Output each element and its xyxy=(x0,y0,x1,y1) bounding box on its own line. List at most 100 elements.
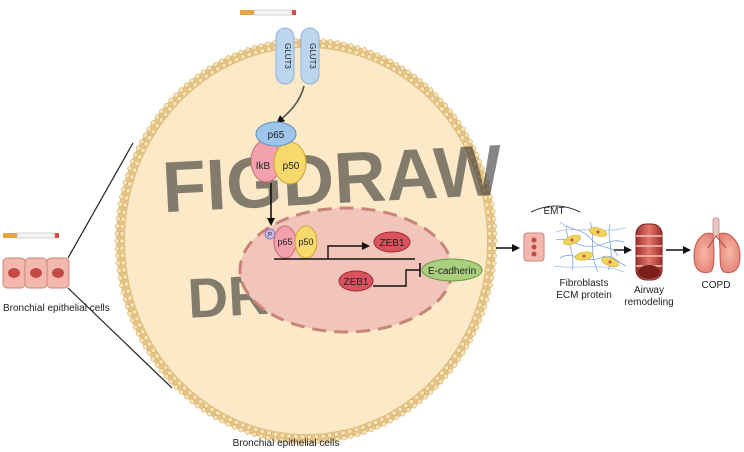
membrane-bead xyxy=(429,96,436,102)
membrane-bead xyxy=(184,394,190,400)
membrane-bead xyxy=(221,63,227,69)
membrane-bead xyxy=(127,165,133,171)
arrow-glut3-to-nfkb xyxy=(276,85,305,124)
membrane-bead xyxy=(117,275,123,281)
membrane-bead xyxy=(119,252,126,259)
membrane-bead xyxy=(443,103,449,109)
membrane-bead xyxy=(286,438,292,444)
membrane-bead xyxy=(492,238,498,244)
membrane-bead xyxy=(306,439,313,445)
membrane-bead xyxy=(198,77,204,83)
membrane-bead xyxy=(403,73,409,79)
membrane-bead xyxy=(286,433,292,439)
airway-label-line2: remodeling xyxy=(624,297,673,308)
ecadherin-label: E-cadherin xyxy=(428,266,476,277)
zeb1-protein-label: ZEB1 xyxy=(343,277,368,288)
membrane-bead xyxy=(258,43,264,49)
zoom-line-bottom xyxy=(67,287,173,389)
membrane-bead xyxy=(360,424,366,430)
membrane-bead xyxy=(225,421,231,427)
membrane-bead xyxy=(299,439,306,445)
membrane-bead xyxy=(119,223,126,230)
membrane-bead xyxy=(379,417,385,423)
airway-icon xyxy=(635,223,663,281)
emt-label: EMT xyxy=(543,206,564,217)
membrane-bead xyxy=(131,309,137,315)
membrane-bead xyxy=(168,97,174,103)
membrane-bead xyxy=(447,368,453,374)
membrane-bead xyxy=(408,399,414,405)
membrane-bead xyxy=(348,433,354,439)
p50-top-label: p50 xyxy=(283,161,300,172)
membrane-bead xyxy=(233,419,239,425)
membrane-bead xyxy=(114,223,121,229)
membrane-bead xyxy=(484,297,490,303)
membrane-bead xyxy=(452,123,458,129)
membrane-bead xyxy=(469,154,475,160)
glut3-label-left: GLUT3 xyxy=(283,43,292,69)
membrane-bead xyxy=(487,194,493,200)
membrane-bead xyxy=(471,145,477,151)
fibroblasts-label: Fibroblasts xyxy=(560,278,609,289)
membrane-bead xyxy=(327,44,333,50)
membrane-bead xyxy=(428,389,434,395)
membrane-bead xyxy=(177,96,183,102)
membrane-bead xyxy=(132,152,138,158)
membrane-bead xyxy=(434,101,440,107)
membrane-bead xyxy=(447,108,453,114)
membrane-bead xyxy=(119,194,125,200)
membrane-bead xyxy=(487,231,493,237)
membrane-bead xyxy=(327,39,333,45)
membrane-bead xyxy=(173,92,179,98)
membrane-bead xyxy=(482,172,488,178)
membrane-bead xyxy=(120,187,126,193)
membrane-bead xyxy=(424,91,430,97)
membrane-bead xyxy=(467,139,473,145)
membrane-bead xyxy=(419,86,425,92)
membrane-bead xyxy=(245,429,251,435)
membrane-bead xyxy=(187,390,193,396)
membrane-bead xyxy=(233,57,239,63)
membrane-bead xyxy=(159,368,165,374)
membrane-bead xyxy=(209,406,215,413)
membrane-bead xyxy=(203,403,209,409)
p50-nucleus-label: p50 xyxy=(298,237,313,247)
membrane-bead xyxy=(266,46,272,52)
membrane-bead xyxy=(122,297,128,303)
membrane-bead xyxy=(399,411,406,417)
membrane-bead xyxy=(353,426,359,433)
membrane-bead xyxy=(150,347,156,353)
membrane-bead xyxy=(485,209,491,215)
membrane-bead xyxy=(293,434,299,440)
membrane-bead xyxy=(231,52,238,58)
membrane-bead xyxy=(272,431,279,437)
membrane-bead xyxy=(403,403,409,409)
membrane-bead xyxy=(129,317,135,324)
membrane-bead xyxy=(373,57,379,63)
membrane-bead xyxy=(221,413,227,420)
membrane-bead xyxy=(348,43,354,49)
membrane-bead xyxy=(140,147,146,153)
zeb1-protein: ZEB1 xyxy=(338,270,374,292)
membrane-bead xyxy=(491,223,498,229)
membrane-bead xyxy=(479,165,485,171)
p65-top-label: p65 xyxy=(268,130,285,141)
membrane-bead xyxy=(459,135,465,141)
membrane-bead xyxy=(139,139,145,145)
membrane-bead xyxy=(366,422,372,428)
ikb-label: IkB xyxy=(256,161,271,172)
membrane-bead xyxy=(129,158,135,165)
cigarette-icon-top xyxy=(240,9,296,16)
membrane-bead xyxy=(452,353,458,359)
membrane-bead xyxy=(253,49,259,56)
membrane-bead xyxy=(474,152,480,158)
membrane-bead xyxy=(471,331,477,337)
membrane-bead xyxy=(486,289,492,295)
membrane-bead xyxy=(198,399,204,405)
membrane-bead xyxy=(366,54,372,60)
copd-label: COPD xyxy=(702,280,731,291)
membrane-bead xyxy=(123,281,130,287)
membrane-bead xyxy=(120,260,126,266)
membrane-bead xyxy=(373,419,379,425)
membrane-bead xyxy=(172,375,178,381)
